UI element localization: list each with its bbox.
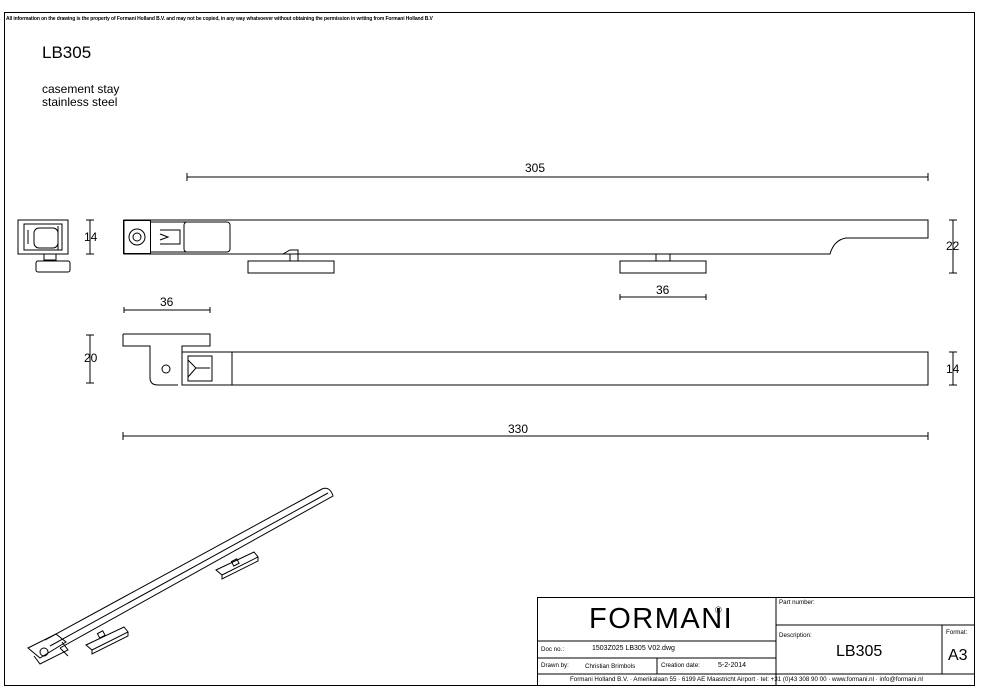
drawn-by-label: Drawn by: xyxy=(541,662,569,669)
description-label: Description: xyxy=(779,632,812,639)
copyright-notice: All information on the drawing is the pr… xyxy=(6,16,433,22)
format-label: Format: xyxy=(946,629,968,636)
description-line-1: casement stay xyxy=(42,82,120,96)
dimension-side-height: 14 xyxy=(84,230,98,244)
doc-no-value: 1503Z025 LB305 V02.dwg xyxy=(592,645,675,652)
drawing-title: LB305 xyxy=(42,43,92,62)
formani-logo: FORMANI xyxy=(589,603,734,635)
company-footer: Formani Holland B.V. · Amerikalaan 55 · … xyxy=(570,676,923,683)
side-view xyxy=(17,219,94,273)
doc-no-label: Doc no.: xyxy=(541,646,565,653)
front-view xyxy=(86,307,957,440)
isometric-view xyxy=(27,487,334,665)
dimension-end-height: 20 xyxy=(84,351,98,365)
title-block-lines xyxy=(537,597,975,686)
description-value: LB305 xyxy=(836,643,883,660)
registered-mark: ® xyxy=(715,605,722,615)
part-number-label: Part number: xyxy=(779,599,815,606)
dimension-pin-spacing: 36 xyxy=(656,283,670,297)
format-value: A3 xyxy=(948,647,968,664)
dimension-right-height-bottom: 14 xyxy=(946,362,960,376)
sheet-border xyxy=(4,12,975,686)
drawn-by-value: Christian Brimbols xyxy=(585,663,636,670)
creation-date-label: Creation date: xyxy=(661,662,700,669)
description-line-2: stainless steel xyxy=(42,95,118,109)
top-view xyxy=(123,173,957,300)
dimension-overall-bottom: 330 xyxy=(508,422,529,436)
dimension-right-height-top: 22 xyxy=(946,239,960,253)
dimension-end-length: 36 xyxy=(160,295,174,309)
dimension-overall-top: 305 xyxy=(525,161,546,175)
creation-date-value: 5-2-2014 xyxy=(718,662,747,669)
